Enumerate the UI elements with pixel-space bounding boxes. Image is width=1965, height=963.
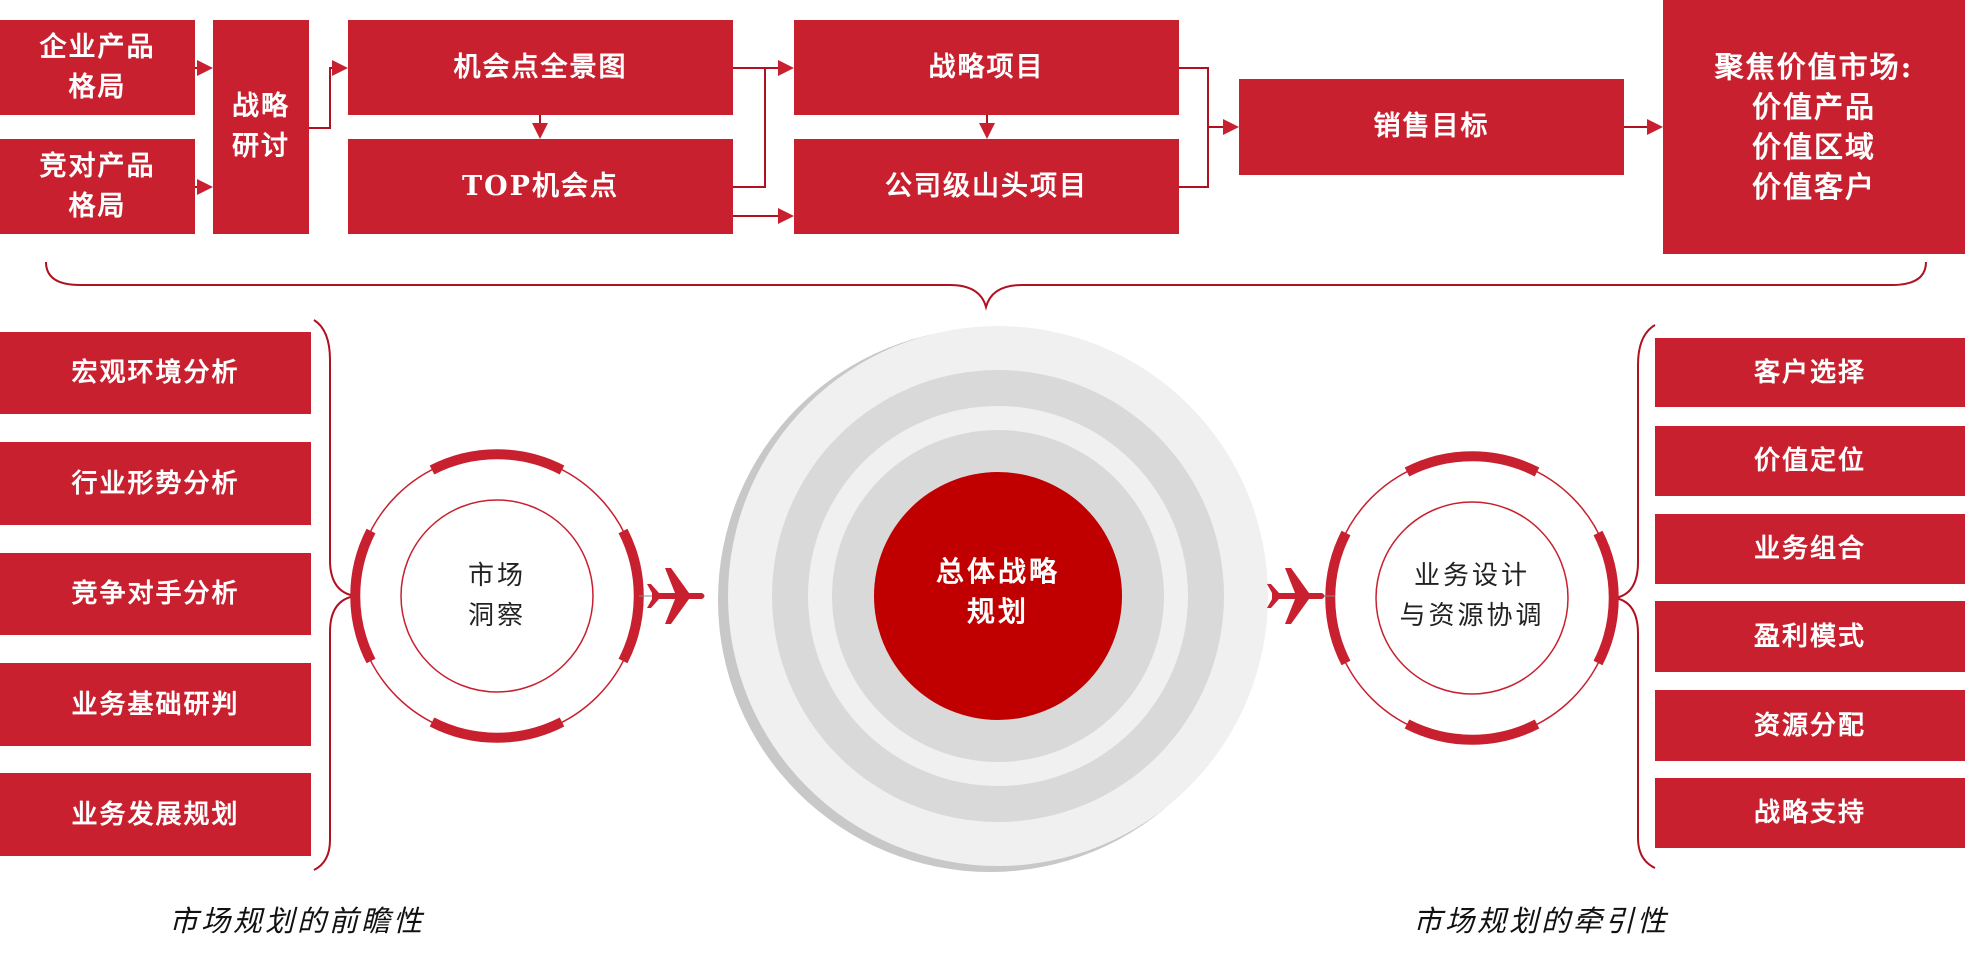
- company-level-projects-box: 公司级山头项目: [794, 139, 1179, 234]
- box-label: 价值产品: [1751, 90, 1876, 124]
- right-item: 资源分配: [1655, 690, 1965, 761]
- right-brace: [1614, 324, 1656, 869]
- business-design-label: 业务设计与资源协调: [1377, 556, 1567, 636]
- left-item: 竞争对手分析: [0, 553, 311, 635]
- left-item: 业务基础研判: [0, 663, 311, 746]
- box-label: 研讨: [232, 131, 290, 162]
- left-item: 宏观环境分析: [0, 332, 311, 414]
- box-label: 企业产品: [39, 31, 156, 63]
- left-item: 业务发展规划: [0, 773, 311, 856]
- top-opportunities-box: TOP机会点: [348, 139, 733, 234]
- circle-label-line: 总体战略: [935, 555, 1060, 588]
- airplane-icon: [1267, 568, 1325, 624]
- box-label: 战略: [232, 91, 290, 122]
- left-item: 行业形势分析: [0, 442, 311, 525]
- center-target: [718, 326, 1268, 872]
- market-insight-ring: [350, 449, 644, 743]
- box-label: 价值区域: [1751, 130, 1876, 164]
- arrow-connector: [1179, 67, 1209, 188]
- circle-label-line: 业务设计: [1413, 561, 1530, 591]
- top-brace: [45, 261, 1927, 311]
- right-caption: 市场规划的牵引性: [1413, 904, 1670, 938]
- circle-label-line: 与资源协调: [1399, 601, 1545, 631]
- box-label: 格局: [68, 190, 127, 222]
- box-label: 聚焦价值市场:: [1714, 50, 1914, 84]
- right-item: 业务组合: [1655, 514, 1965, 584]
- opportunity-panorama-box: 机会点全景图: [348, 20, 733, 115]
- strategy-discussion-box: 战略研讨: [213, 20, 309, 234]
- box-label: 竞对产品: [39, 150, 156, 182]
- competitor-products-box: 竞对产品格局: [0, 139, 195, 234]
- enterprise-products-box: 企业产品格局: [0, 20, 195, 115]
- value-market-box: 聚焦价值市场: 价值产品 价值区域 价值客户: [1663, 0, 1965, 254]
- right-item: 战略支持: [1655, 778, 1965, 848]
- right-item: 盈利模式: [1655, 601, 1965, 672]
- business-design-ring: [1325, 451, 1619, 745]
- airplane-icon: [647, 568, 705, 624]
- circle-label-line: 洞察: [467, 601, 526, 631]
- arrow-connector: [733, 67, 766, 188]
- circle-label-line: 规划: [966, 595, 1029, 628]
- market-insight-label: 市场洞察: [417, 556, 577, 636]
- sales-target-box: 销售目标: [1239, 79, 1624, 175]
- box-label: 价值客户: [1751, 170, 1876, 204]
- circle-label-line: 市场: [467, 561, 526, 591]
- box-label: 格局: [68, 71, 127, 103]
- left-brace: [313, 319, 356, 871]
- arrow-connector: [309, 60, 348, 129]
- overall-strategy-label: 总体战略规划: [878, 552, 1118, 632]
- right-item: 客户选择: [1655, 338, 1965, 407]
- strategic-projects-box: 战略项目: [794, 20, 1179, 115]
- right-item: 价值定位: [1655, 426, 1965, 496]
- left-caption: 市场规划的前瞻性: [169, 904, 426, 938]
